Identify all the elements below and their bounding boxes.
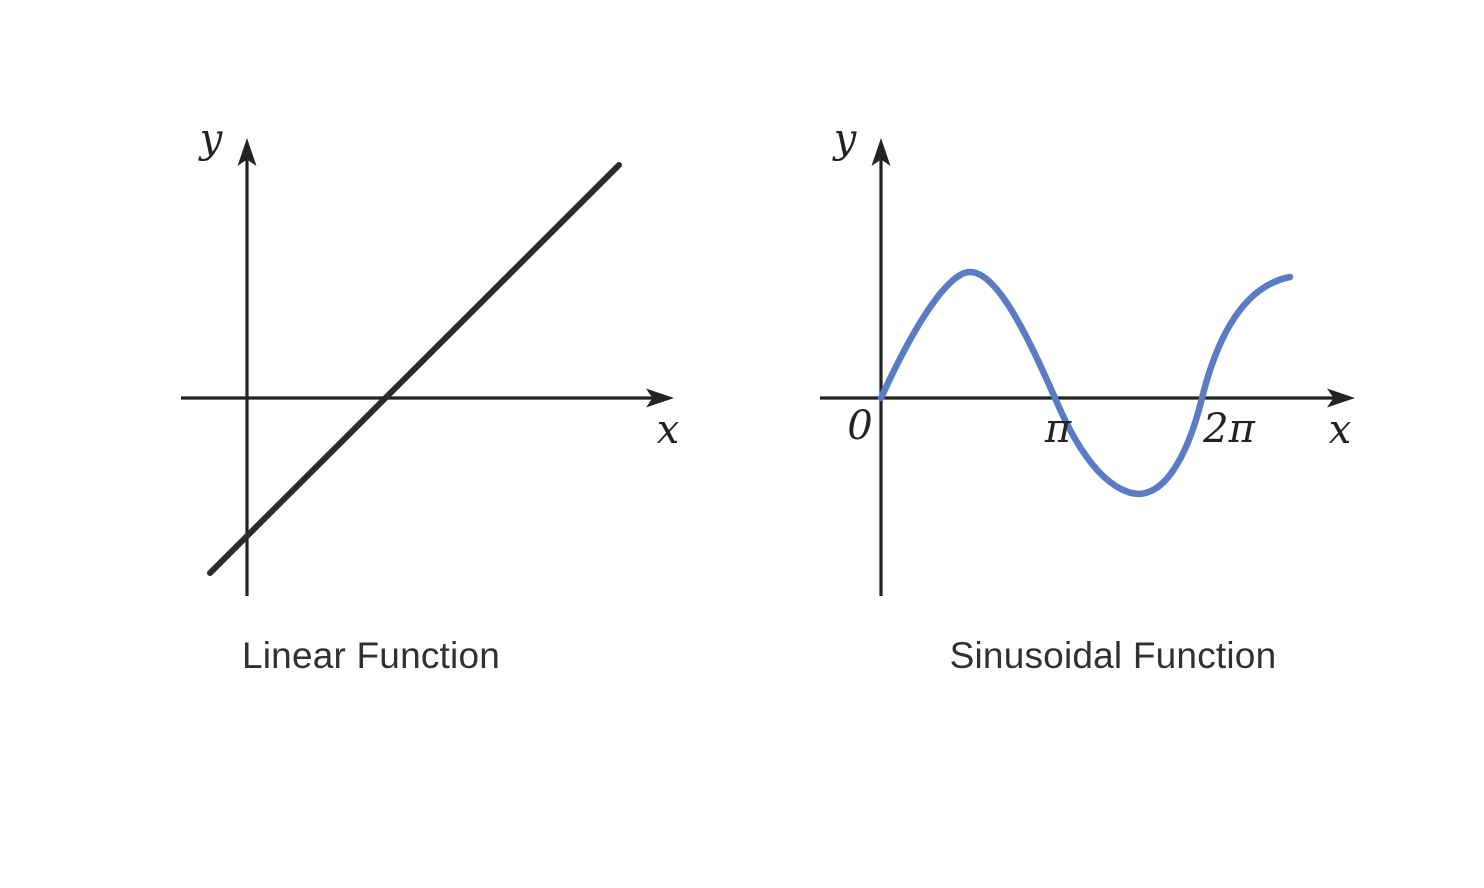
linear-function-plot: y x [181,116,680,596]
y-axis-label-sine: y [832,116,858,162]
y-axis-arrow-icon [871,138,891,166]
y-axis-label-linear: y [198,116,224,162]
x-axis-arrow-icon [646,388,674,408]
sinusoidal-function-plot: 0 π 2π y x [820,116,1355,596]
x-tick-label-0: 0 [847,403,872,449]
y-axis-arrow-icon [237,138,257,166]
x-axis-linear [181,388,674,408]
caption-sinusoidal-function: Sinusoidal Function [949,635,1277,676]
x-tick-label-2pi: 2π [1202,406,1255,452]
caption-linear-function: Linear Function [241,635,501,676]
panel-sinusoidal-function: 0 π 2π y x Sinusoidal Function [742,0,1484,888]
x-axis-label-linear: x [657,407,680,453]
y-axis-linear [237,138,257,596]
y-axis-sine [871,138,891,596]
sinusoidal-function-curve [877,268,1294,497]
linear-function-curve [207,162,622,576]
x-axis-label-sine: x [1329,407,1352,453]
x-tick-label-pi: π [1044,406,1072,452]
x-axis-sine [820,388,1355,408]
x-axis-arrow-icon [1327,388,1355,408]
panel-linear-function: y x Linear Function [181,116,680,676]
